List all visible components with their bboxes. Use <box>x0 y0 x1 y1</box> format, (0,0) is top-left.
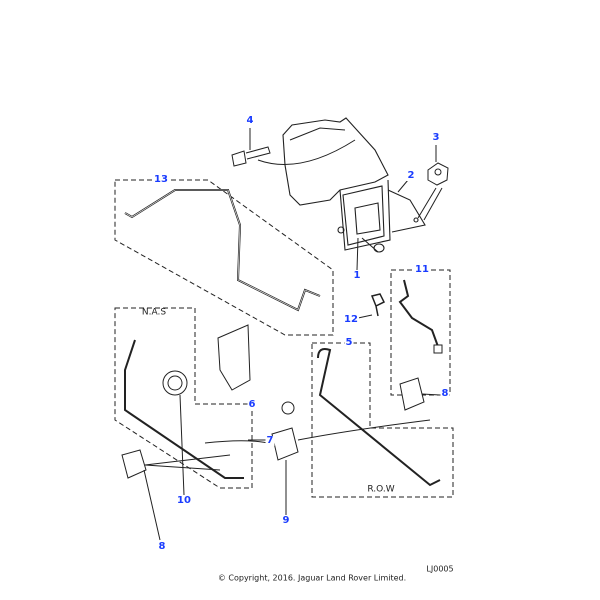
sensor-11 <box>398 279 441 353</box>
callout-8-left[interactable]: 8 <box>157 541 167 552</box>
callout-4[interactable]: 4 <box>245 115 255 126</box>
copyright-text: © Copyright, 2016. Jaguar Land Rover Lim… <box>217 573 407 583</box>
callout-5[interactable]: 5 <box>344 337 354 348</box>
nas-label: N.A.S <box>139 307 169 318</box>
callout-1[interactable]: 1 <box>352 270 362 281</box>
callout-12[interactable]: 12 <box>343 314 359 325</box>
nut-3 <box>427 162 449 186</box>
clip-8-left <box>121 449 147 479</box>
callout-9[interactable]: 9 <box>281 515 291 526</box>
callout-7[interactable]: 7 <box>265 435 275 446</box>
canister-part <box>282 117 426 253</box>
nas-group-outline <box>114 307 253 489</box>
bracket-7 <box>217 324 251 391</box>
row-group-outline <box>311 342 454 498</box>
callout-11[interactable]: 11 <box>414 264 430 275</box>
callout-10[interactable]: 10 <box>176 495 192 506</box>
callout-6[interactable]: 6 <box>247 399 257 410</box>
pipe-13 <box>124 189 321 312</box>
group-11-outline <box>390 269 451 396</box>
callout-13[interactable]: 13 <box>153 174 169 185</box>
group-13-outline <box>114 179 334 336</box>
leader-4-line <box>257 139 356 165</box>
row-label: R.O.W <box>365 484 397 495</box>
pipe-6 <box>124 339 244 479</box>
callout-8-right[interactable]: 8 <box>440 388 450 399</box>
callout-2[interactable]: 2 <box>406 170 416 181</box>
pipe-5 <box>317 348 441 487</box>
bolt-4 <box>231 146 271 167</box>
illustration-id: LJ0005 <box>426 564 454 574</box>
clip-8-right <box>399 377 425 411</box>
callout-3[interactable]: 3 <box>431 132 441 143</box>
clip-9 <box>271 427 299 461</box>
bolt-12 <box>370 293 386 317</box>
